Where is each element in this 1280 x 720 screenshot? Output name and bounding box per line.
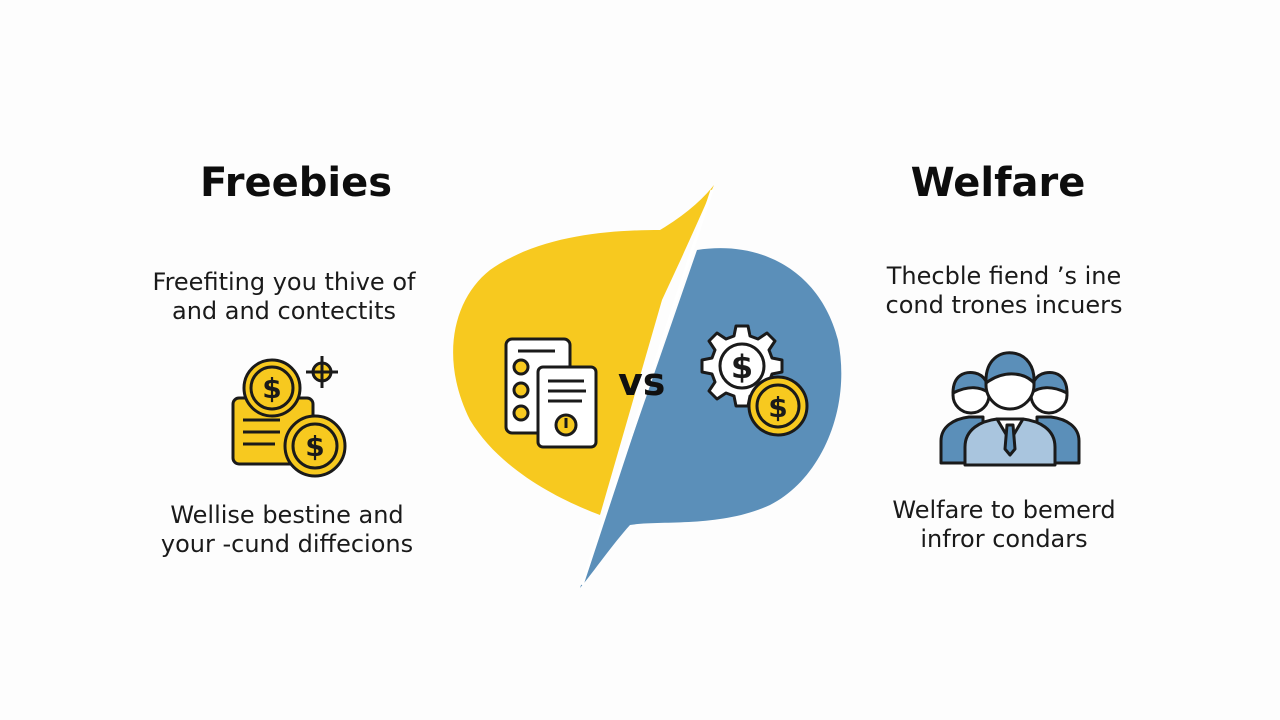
freebies-bottom-text: Wellise bestine and your -cund diffecion… xyxy=(77,501,497,559)
gear-coin-icon: $ $ xyxy=(700,324,809,437)
coin-dollar-sign-1: $ xyxy=(262,372,281,405)
coins-money-icon: $ $ xyxy=(231,356,347,478)
welfare-top-line-1: Thecble fiend ’s ine xyxy=(886,262,1122,290)
welfare-top-text: Thecble fiend ’s ine cond trones incuers xyxy=(794,262,1214,320)
welfare-title: Welfare xyxy=(910,160,1086,206)
coin-dollar-sign-3: $ xyxy=(768,391,787,424)
welfare-bottom-line-2: infror condars xyxy=(920,525,1088,553)
welfare-bottom-line-1: Welfare to bemerd xyxy=(892,496,1116,524)
people-group-icon xyxy=(939,351,1081,467)
freebies-top-line-2: and and contectits xyxy=(171,297,396,325)
freebies-top-text: Freefiting you thive of and and contecti… xyxy=(74,268,494,326)
documents-icon xyxy=(504,337,598,449)
freebies-bottom-line-1: Wellise bestine and xyxy=(170,501,404,529)
gear-dollar-sign: $ xyxy=(731,348,753,386)
blue-half-shape xyxy=(580,248,842,588)
coin-dollar-sign-2: $ xyxy=(305,430,324,463)
vs-label: vs xyxy=(618,360,666,404)
split-line xyxy=(580,189,714,586)
freebies-title: Freebies xyxy=(199,160,393,206)
welfare-bottom-text: Welfare to bemerd infror condars xyxy=(794,496,1214,554)
freebies-top-line-1: Freefiting you thive of xyxy=(152,268,416,296)
freebies-bottom-line-2: your -cund diffecions xyxy=(160,530,414,558)
welfare-top-line-2: cond trones incuers xyxy=(885,291,1123,319)
